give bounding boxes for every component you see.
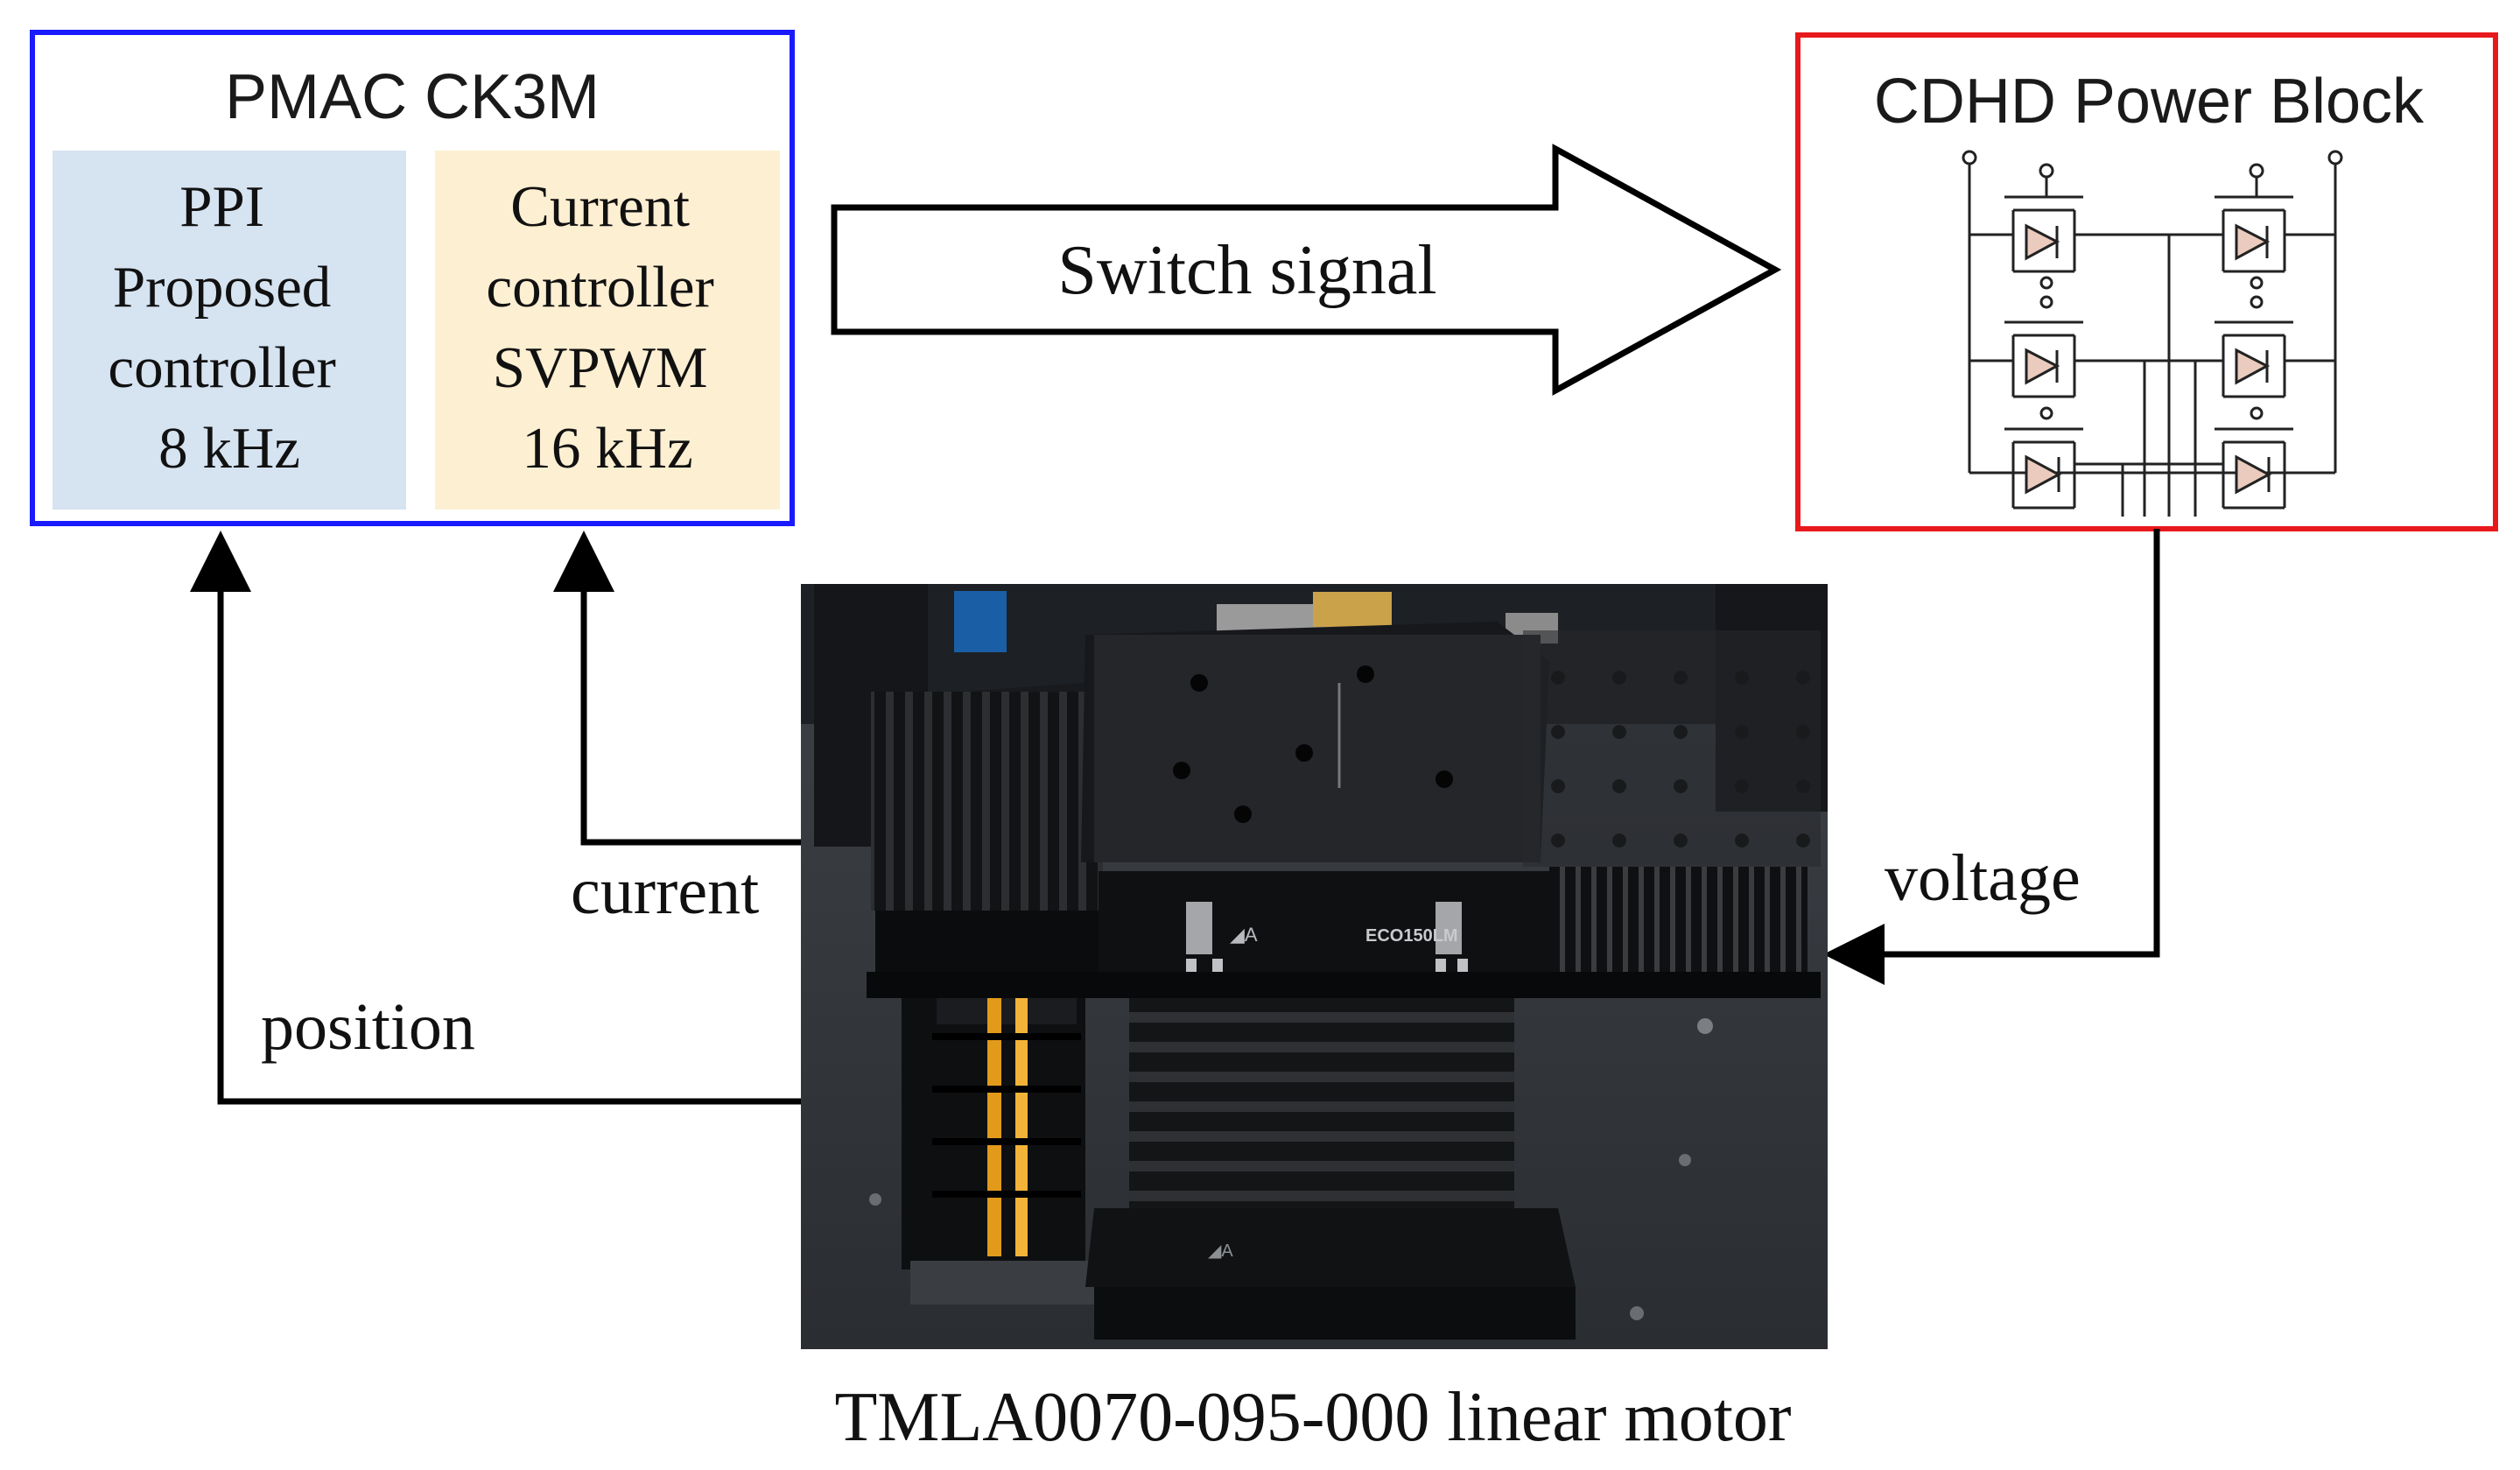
right-heatsink-fins xyxy=(1549,867,1808,972)
cable-chain xyxy=(902,981,1112,1305)
voltage-arrow: voltage xyxy=(1823,529,2160,985)
linear-stage: ◢A ECO150LM xyxy=(867,622,1821,998)
svg-text:◢A: ◢A xyxy=(1230,924,1258,946)
current-line-4: 16 kHz xyxy=(522,416,692,481)
igbt-left-1 xyxy=(1969,195,2096,290)
inverter-bridge-schematic xyxy=(1962,150,2343,517)
top-carriage-plate xyxy=(1094,635,1541,862)
current-line-2: controller xyxy=(486,255,713,320)
current-line-3: SVPWM xyxy=(493,335,708,400)
igbt-right-2 xyxy=(2208,295,2335,398)
ppi-controller-block xyxy=(53,151,406,510)
power-block-border xyxy=(1795,32,2498,531)
switch-signal-label: Switch signal xyxy=(1057,232,1436,309)
igbt-left-3 xyxy=(2004,406,2096,510)
svg-text:◢A: ◢A xyxy=(1208,1241,1233,1261)
position-label: position xyxy=(261,990,475,1064)
linear-motor-photo: ◢A ◢A ECO150LM xyxy=(801,584,1828,1349)
stage-brand-text: ECO150LM xyxy=(1365,926,1458,946)
current-label: current xyxy=(571,855,759,928)
svg-text:PPI Proposed contr: PPI Proposed controller 8 kHz xyxy=(108,174,350,481)
igbt-right-1 xyxy=(2208,195,2335,290)
igbt-right-3 xyxy=(2208,406,2293,510)
pmac-controller-title: PMAC CK3M xyxy=(225,62,600,132)
power-block-title: CDHD Power Block xyxy=(1874,67,2425,137)
current-line-1: Current xyxy=(510,174,690,239)
current-controller-block xyxy=(435,151,780,510)
position-feedback-arrow: position xyxy=(190,531,801,1105)
svg-text:Current controller: Current controller SVPWM 16 kHz xyxy=(486,174,728,481)
motor-caption: TMLA0070-095-000 linear motor xyxy=(834,1379,1791,1456)
left-heatsink-fins xyxy=(871,692,1103,911)
voltage-label: voltage xyxy=(1885,841,2081,915)
ppi-line-2: Proposed xyxy=(113,255,331,320)
front-plate xyxy=(1099,871,1549,972)
cdhd-power-block: CDHD Power Block xyxy=(1795,32,2498,531)
lower-bellows xyxy=(1129,989,1514,1217)
ppi-line-3: controller xyxy=(108,335,335,400)
ppi-line-4: 8 kHz xyxy=(158,416,300,481)
igbt-left-2 xyxy=(1969,295,2096,398)
switch-signal-arrow-shape xyxy=(831,144,1782,396)
current-feedback-arrow: current xyxy=(553,531,801,928)
switch-signal-arrow: Switch signal xyxy=(831,144,1782,396)
ppi-line-1: PPI xyxy=(179,174,264,239)
pmac-controller-box: PMAC CK3M PPI Proposed controller 8 kHz … xyxy=(30,30,795,526)
